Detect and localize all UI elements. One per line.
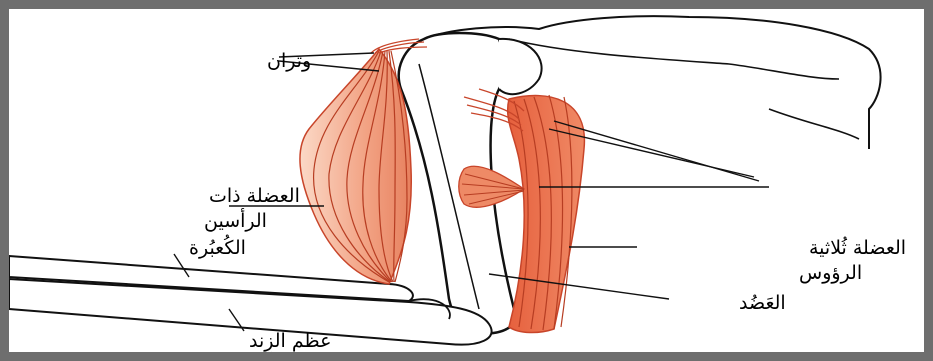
label-triceps-line1: العضلة ثُلاثية [809, 237, 906, 259]
triceps-muscle [508, 96, 585, 333]
label-tendons: وتران [267, 50, 311, 72]
label-humerus: العَضُد [739, 292, 786, 314]
arm-muscle-diagram: وتران العضلة ذات الرأسين الكُعبُرة عظم ا… [9, 9, 924, 352]
label-ulna: عظم الزِند [249, 330, 331, 352]
scapula-inner-line [509, 39, 839, 79]
scapula-curve [769, 109, 859, 139]
label-radius: الكُعبُرة [189, 235, 246, 259]
label-biceps-line2: الرأسين [204, 208, 267, 232]
label-biceps-line1: العضلة ذات [209, 185, 300, 207]
label-triceps-line2: الرؤوس [799, 262, 862, 284]
humerus-head [499, 39, 542, 94]
